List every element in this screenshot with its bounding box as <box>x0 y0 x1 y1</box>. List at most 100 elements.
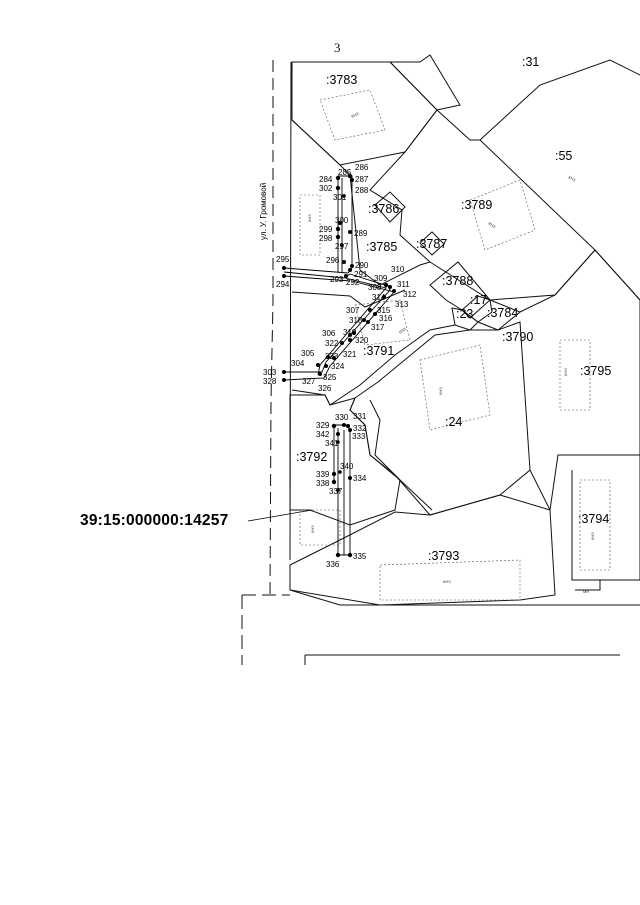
point-label-313: 313 <box>395 300 409 309</box>
point-label-329: 329 <box>316 421 330 430</box>
point-label-335: 335 <box>353 552 367 561</box>
marker-305 <box>326 355 330 359</box>
point-label-333: 333 <box>352 432 366 441</box>
marker-296 <box>342 260 346 264</box>
parcel-23-boundary <box>451 307 479 331</box>
point-label-294: 294 <box>276 280 290 289</box>
marker-323 <box>332 356 336 360</box>
building-label-d: КНЗ <box>307 214 312 222</box>
highlighted-cadastral-number: 39:15:000000:14257 <box>80 512 229 529</box>
marker-340 <box>338 470 342 474</box>
point-label-321: 321 <box>343 350 357 359</box>
parcel-3789-boundary <box>369 109 596 301</box>
marker-311 <box>392 289 396 293</box>
point-label-289: 289 <box>354 229 368 238</box>
marker-332 <box>348 428 352 432</box>
point-label-326: 326 <box>318 384 332 393</box>
parcel-label-3784: :3784 <box>487 306 518 320</box>
parcel-southeast <box>575 580 601 591</box>
point-label-327: 327 <box>302 377 316 386</box>
point-label-336: 336 <box>326 560 340 569</box>
parcel-label-3788: :3788 <box>442 274 473 288</box>
parcel-label-3794: :3794 <box>578 512 609 526</box>
point-label-330: 330 <box>335 413 349 422</box>
marker-291 <box>348 268 352 272</box>
parcel-label-3792: :3792 <box>296 450 327 464</box>
parcel-label-3786: :3786 <box>368 202 399 216</box>
marker-302 <box>335 185 341 191</box>
building-label-a: КНЗ <box>350 111 360 119</box>
marker-290 <box>350 264 354 268</box>
marker-320 <box>348 338 352 342</box>
building-label-g: КНЗ <box>563 368 568 376</box>
marker-306 <box>348 333 352 337</box>
street-boundaries <box>241 60 292 665</box>
marker-308 <box>383 282 389 288</box>
parcel-label-3789: :3789 <box>461 198 492 212</box>
marker-322 <box>340 341 344 345</box>
point-label-338: 338 <box>316 479 330 488</box>
marker-285 <box>347 173 353 179</box>
building-outline-d <box>419 344 491 431</box>
point-label-339: 339 <box>316 470 330 479</box>
corridor-diagonal-c <box>317 277 387 376</box>
marker-287 <box>350 178 354 182</box>
marker-314 <box>382 295 386 299</box>
point-label-316: 316 <box>379 314 393 323</box>
parcel-label-3783: :3783 <box>326 73 357 87</box>
parcel-boundaries <box>289 54 640 665</box>
marker-309 <box>388 285 392 289</box>
parcel-3793-boundary <box>289 494 556 606</box>
marker-342 <box>336 432 340 436</box>
parcel-3783-boundary <box>291 61 438 166</box>
building-outline-a <box>319 89 386 141</box>
parcel-bottom-line <box>289 589 640 606</box>
marker-329 <box>331 423 337 429</box>
point-label-308: 308 <box>368 283 382 292</box>
point-label-311: 311 <box>397 280 410 289</box>
point-label-314: 314 <box>372 293 386 302</box>
parcel-labels: :3783 :31 :55 :3789 :3786 :3785 :3787 :3… <box>296 55 611 563</box>
point-label-315: 315 <box>377 306 391 315</box>
point-label-307: 307 <box>346 306 360 315</box>
parcel-label-3795: :3795 <box>580 364 611 378</box>
marker-339 <box>331 471 337 477</box>
marker-294 <box>282 274 286 278</box>
building-labels: КНЗ КНЗ КНЗ КНЗ КНЗ КНЗ КНЗ КНЗ КНЗ КНЗ … <box>307 111 595 594</box>
marker-295 <box>282 266 286 270</box>
point-label-322: 322 <box>325 339 339 348</box>
point-label-318: 318 <box>349 316 363 325</box>
point-label-319: 319 <box>343 328 357 337</box>
point-label-341: 341 <box>325 439 339 448</box>
point-label-296: 296 <box>326 256 340 265</box>
street-edge-dashed <box>269 60 274 596</box>
parcel-3788-boundary <box>429 261 491 319</box>
marker-300 <box>338 221 342 225</box>
marker-325 <box>318 372 322 376</box>
point-label-320: 320 <box>355 336 369 345</box>
parcel-label-3787: :3787 <box>416 237 447 251</box>
cadastral-id-leader <box>247 509 313 522</box>
point-label-309: 309 <box>374 274 388 283</box>
parcel-3784-boundary <box>477 299 521 331</box>
marker-303 <box>282 370 286 374</box>
building-outline-i <box>354 299 411 346</box>
parcel-label-3791: :3791 <box>363 344 394 358</box>
point-label-328: 328 <box>263 377 277 386</box>
marker-338 <box>331 479 337 485</box>
point-label-284: 284 <box>319 175 333 184</box>
point-label-303: 303 <box>263 368 277 377</box>
point-label-286: 286 <box>355 163 369 172</box>
point-label-342: 342 <box>316 430 330 439</box>
marker-341 <box>336 440 340 444</box>
point-label-287: 287 <box>355 175 369 184</box>
marker-318 <box>362 318 366 322</box>
point-label-301: 301 <box>333 193 347 202</box>
marker-315 <box>373 312 377 316</box>
corridor-lines <box>283 175 395 556</box>
marker-316 <box>366 320 370 324</box>
corridor-diagonal-a <box>284 273 391 373</box>
point-label-300: 300 <box>335 216 349 225</box>
point-label-325: 325 <box>323 373 337 382</box>
